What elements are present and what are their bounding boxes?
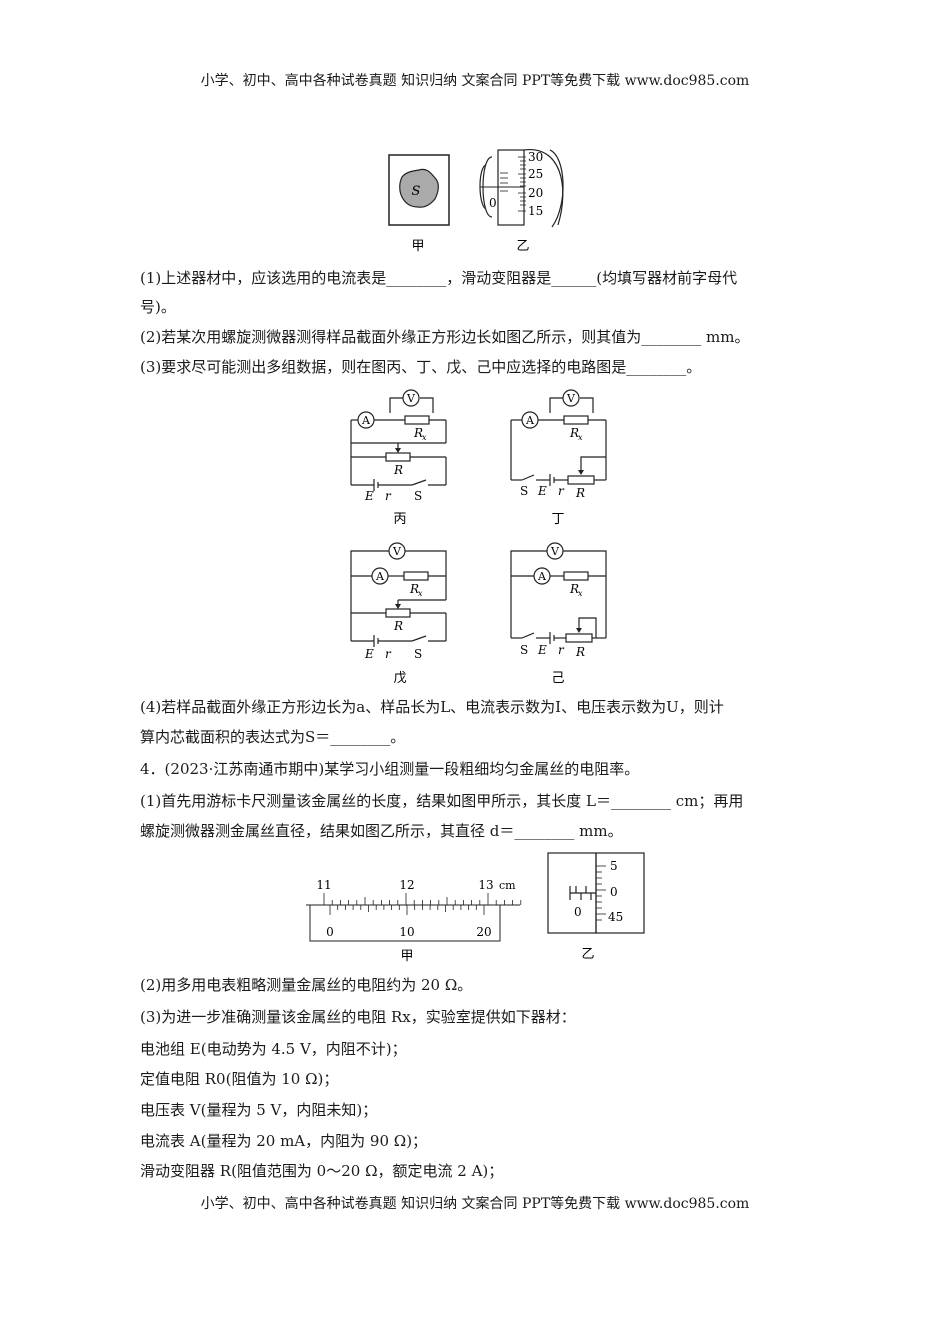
caption-jia: 甲 bbox=[411, 239, 424, 254]
q3-part1: (1)上述器材中，应该选用的电流表是________，滑动变阻器是______(… bbox=[140, 269, 738, 287]
figure-sample-and-micrometer: S 30 25 20 15 0 甲 乙 bbox=[388, 149, 564, 254]
svg-text:S: S bbox=[414, 489, 422, 503]
q4-part1-cont: 螺旋测微器测金属丝直径，结果如图乙所示，其直径 d＝________ mm。 bbox=[140, 822, 623, 840]
svg-text:0: 0 bbox=[610, 885, 618, 899]
svg-text:R: R bbox=[575, 486, 585, 500]
q4-part2: (2)用多用电表粗略测量金属丝的电阻约为 20 Ω。 bbox=[140, 976, 473, 994]
page-header: 小学、初中、高中各种试卷真题 知识归纳 文案合同 PPT等免费下载 www.do… bbox=[200, 73, 750, 89]
svg-text:20: 20 bbox=[476, 925, 491, 939]
q3-part2: (2)若某次用螺旋测微器测得样品截面外缘正方形边长如图乙所示，则其值为_____… bbox=[140, 328, 750, 346]
svg-text:R: R bbox=[575, 645, 585, 659]
svg-text:A: A bbox=[537, 570, 547, 583]
caption-ding: 丁 bbox=[551, 512, 564, 527]
caption-ji: 己 bbox=[551, 671, 564, 686]
svg-text:r: r bbox=[558, 484, 565, 498]
svg-text:11: 11 bbox=[316, 878, 331, 892]
svg-text:R: R bbox=[393, 463, 403, 477]
svg-text:S: S bbox=[520, 643, 528, 657]
sample-square bbox=[388, 154, 450, 226]
svg-text:E: E bbox=[364, 489, 374, 503]
svg-text:A: A bbox=[375, 570, 385, 583]
svg-text:30: 30 bbox=[528, 150, 543, 164]
svg-text:r: r bbox=[385, 647, 392, 661]
svg-text:R: R bbox=[409, 582, 419, 596]
svg-text:R: R bbox=[569, 582, 579, 596]
svg-text:r: r bbox=[558, 643, 565, 657]
svg-text:S: S bbox=[520, 484, 528, 498]
svg-text:A: A bbox=[525, 414, 535, 427]
circuit-ding: V A Rx S E r R 丁 bbox=[510, 389, 607, 527]
svg-text:45: 45 bbox=[608, 910, 623, 924]
caption-yi: 乙 bbox=[516, 239, 529, 254]
svg-text:E: E bbox=[364, 647, 374, 661]
sample-label: S bbox=[412, 184, 421, 199]
figure-micrometer-2: 5 0 45 0 乙 bbox=[547, 852, 645, 962]
q4-part3: (3)为进一步准确测量该金属丝的电阻 Rx，实验室提供如下器材： bbox=[140, 1008, 576, 1026]
circuit-bing: V A Rx R E r S 丙 bbox=[350, 389, 447, 527]
svg-text:15: 15 bbox=[528, 204, 543, 218]
q3-part1-cont: 号)。 bbox=[140, 298, 176, 316]
material-rheostat: 滑动变阻器 R(阻值范围为 0～20 Ω，额定电流 2 A)； bbox=[140, 1162, 504, 1180]
svg-text:V: V bbox=[550, 545, 560, 558]
thimble bbox=[497, 149, 525, 226]
svg-text:0: 0 bbox=[326, 925, 334, 939]
svg-text:A: A bbox=[361, 414, 371, 427]
svg-text:10: 10 bbox=[399, 925, 414, 939]
q3-part4: (4)若样品截面外缘正方形边长为a、样品长为L、电流表示数为I、电压表示数为U，… bbox=[140, 698, 724, 716]
material-resistor-r0: 定值电阻 R0(阻值为 10 Ω)； bbox=[140, 1070, 339, 1088]
svg-text:R: R bbox=[393, 619, 403, 633]
svg-text:20: 20 bbox=[528, 186, 543, 200]
q4-title: 4．(2023·江苏南通市期中)某学习小组测量一段粗细均匀金属丝的电阻率。 bbox=[140, 760, 640, 778]
caption-yi-2: 乙 bbox=[581, 947, 594, 962]
svg-text:13: 13 bbox=[478, 878, 493, 892]
svg-text:V: V bbox=[392, 545, 402, 558]
svg-text:V: V bbox=[566, 392, 576, 405]
svg-text:0: 0 bbox=[574, 905, 582, 919]
svg-text:x: x bbox=[422, 433, 427, 442]
circuit-ji: V A Rx S E r R 己 bbox=[510, 542, 607, 686]
circuit-wu: V A Rx R E r S 戊 bbox=[350, 542, 447, 686]
svg-text:12: 12 bbox=[399, 878, 414, 892]
svg-text:E: E bbox=[537, 484, 547, 498]
svg-text:x: x bbox=[578, 433, 583, 442]
svg-text:5: 5 bbox=[610, 859, 618, 873]
svg-text:x: x bbox=[578, 589, 583, 598]
svg-text:r: r bbox=[385, 489, 392, 503]
material-battery: 电池组 E(电动势为 4.5 V，内阻不计)； bbox=[140, 1040, 407, 1058]
caption-wu: 戊 bbox=[393, 671, 406, 686]
caption-bing: 丙 bbox=[393, 512, 406, 527]
material-ammeter: 电流表 A(量程为 20 mA，内阻为 90 Ω)； bbox=[140, 1132, 428, 1150]
figure-vernier-caliper: 11 12 13 cm 0 10 20 甲 bbox=[306, 878, 522, 964]
caption-jia-2: 甲 bbox=[400, 949, 413, 964]
svg-text:V: V bbox=[406, 392, 416, 405]
q3-part3: (3)要求尽可能测出多组数据，则在图丙、丁、戊、己中应选择的电路图是______… bbox=[140, 358, 702, 376]
svg-text:R: R bbox=[413, 426, 423, 440]
svg-text:0: 0 bbox=[489, 196, 497, 210]
q4-part1: (1)首先用游标卡尺测量该金属丝的长度，结果如图甲所示，其长度 L＝______… bbox=[140, 792, 744, 810]
page-footer: 小学、初中、高中各种试卷真题 知识归纳 文案合同 PPT等免费下载 www.do… bbox=[200, 1196, 750, 1212]
svg-text:x: x bbox=[418, 589, 423, 598]
sample-core bbox=[399, 168, 439, 208]
svg-text:25: 25 bbox=[528, 167, 543, 181]
svg-text:cm: cm bbox=[499, 879, 516, 892]
material-voltmeter: 电压表 V(量程为 5 V，内阻未知)； bbox=[140, 1101, 378, 1119]
svg-text:E: E bbox=[537, 643, 547, 657]
svg-text:R: R bbox=[569, 426, 579, 440]
svg-text:S: S bbox=[414, 647, 422, 661]
q3-part4-cont: 算内芯截面积的表达式为S＝________。 bbox=[140, 728, 406, 746]
